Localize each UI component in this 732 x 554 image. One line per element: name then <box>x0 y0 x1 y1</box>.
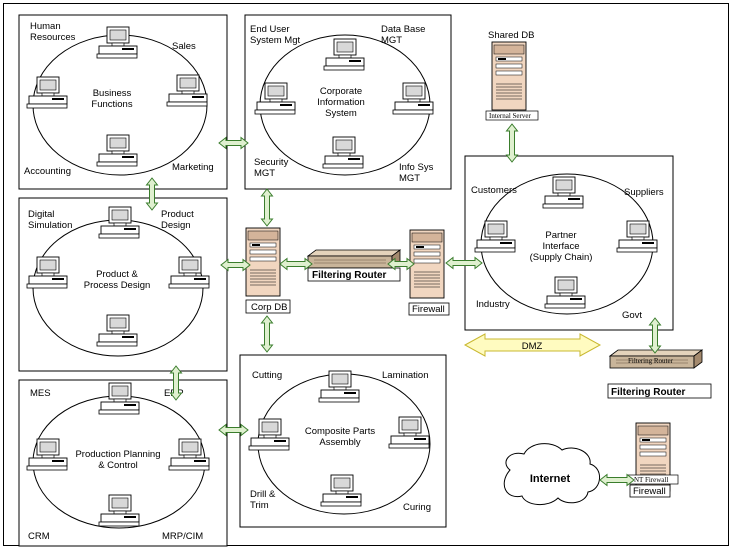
connector-arrow <box>507 124 518 162</box>
router-2-inner-label: Filtering Router <box>628 357 674 365</box>
label-sales: Sales <box>172 41 196 52</box>
label-mes: MES <box>30 388 51 399</box>
filtering-router-2: Filtering Router Filtering Router <box>608 350 711 398</box>
dmz-zone-arrow: DMZ <box>465 334 600 356</box>
label-suppliers: Suppliers <box>624 187 664 198</box>
internet-cloud: Internet <box>504 444 599 505</box>
connector-arrow <box>262 316 273 352</box>
server-tower-icon <box>246 228 280 296</box>
connector-arrow <box>650 318 661 353</box>
nt-firewall-server: NT Firewall Firewall <box>628 423 678 497</box>
shared-db-inner-label: Internal Server <box>489 112 531 120</box>
label-lamination: Lamination <box>382 370 428 381</box>
connector-arrow <box>446 258 482 269</box>
zone-production-planning: MES ERP Production Planning& Control CRM… <box>19 380 227 546</box>
internet-label: Internet <box>530 473 571 485</box>
firewall-caption: Firewall <box>412 304 445 315</box>
label-accounting: Accounting <box>24 166 71 177</box>
server-tower-icon <box>492 42 526 110</box>
connector-arrow <box>219 138 248 149</box>
nt-firewall-inner-label: NT Firewall <box>634 476 668 484</box>
connector-arrow <box>219 425 248 436</box>
connector-arrow <box>221 260 250 271</box>
shared-db-server: Shared DB Internal Server <box>486 30 538 120</box>
label-customers: Customers <box>471 185 517 196</box>
router-icon <box>308 250 400 268</box>
label-cutting: Cutting <box>252 370 282 381</box>
shared-db-caption: Shared DB <box>488 30 534 41</box>
label-mrp-cim: MRP/CIM <box>162 531 203 542</box>
server-tower-icon <box>410 230 444 298</box>
router-1-caption: Filtering Router <box>312 270 387 281</box>
connector-arrow <box>147 178 158 210</box>
filtering-router-1: Filtering Router <box>308 250 400 281</box>
label-industry: Industry <box>476 299 510 310</box>
connector-arrow <box>280 259 312 270</box>
connector-arrow <box>600 475 634 486</box>
corp-db-caption: Corp DB <box>251 302 287 313</box>
label-marketing: Marketing <box>172 162 214 173</box>
dmz-label: DMZ <box>522 341 543 352</box>
nt-firewall-caption: Firewall <box>633 486 666 497</box>
label-curing: Curing <box>403 502 431 513</box>
firewall-server: Firewall <box>409 230 449 315</box>
corp-db-server: Corp DB <box>246 228 290 313</box>
router-2-caption: Filtering Router <box>611 387 686 398</box>
connector-arrow <box>262 189 273 226</box>
label-govt: Govt <box>622 310 642 321</box>
label-crm: CRM <box>28 531 50 542</box>
